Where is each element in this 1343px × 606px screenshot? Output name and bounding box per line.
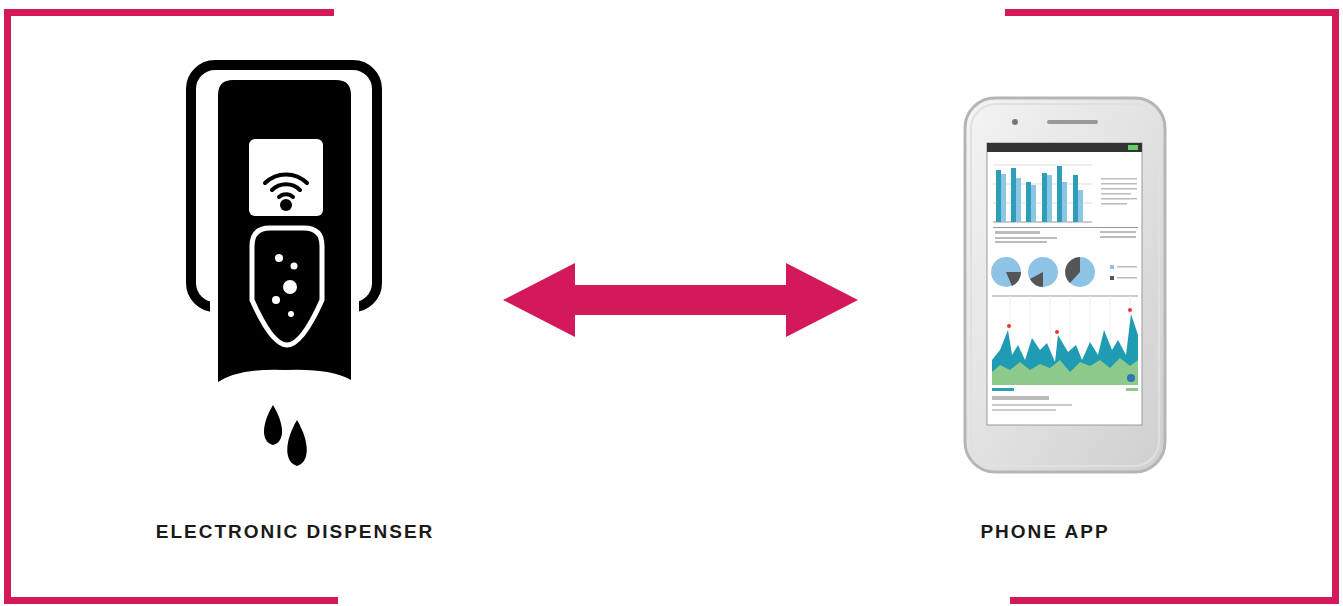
- dispenser-icon: [191, 65, 377, 466]
- bracket-line: [4, 597, 338, 604]
- bracket-line: [4, 9, 11, 604]
- status-bar: [987, 143, 1142, 152]
- wifi-arc: [279, 194, 293, 197]
- double-arrow: [503, 263, 858, 337]
- node-label: ELECTRONIC DISPENSER: [156, 521, 435, 543]
- bubble: [288, 311, 294, 317]
- bubble: [283, 280, 297, 294]
- phone-icon: [965, 98, 1165, 472]
- drop: [287, 420, 307, 466]
- phone-camera: [1012, 119, 1018, 125]
- phone-speaker: [1047, 120, 1098, 124]
- bracket-line: [4, 9, 334, 16]
- bracket-panel: PHONE APP: [858, 9, 1339, 604]
- bar-chart: [993, 165, 1092, 222]
- dispenser-gap: [218, 80, 351, 382]
- wifi-arc: [265, 174, 307, 183]
- text-lines: [993, 178, 1138, 243]
- drop: [264, 405, 282, 445]
- bubble: [291, 263, 298, 270]
- bubble: [272, 296, 280, 304]
- phone-screen: [987, 143, 1142, 425]
- bracket-line: [1005, 9, 1339, 16]
- pump-nozzle: [252, 228, 322, 345]
- phone-bezel: [971, 104, 1159, 466]
- node-label: PHONE APP: [980, 521, 1109, 543]
- sensor-window: [249, 139, 323, 216]
- bubble: [275, 254, 283, 262]
- battery: [1128, 145, 1138, 150]
- pie-charts: [991, 257, 1137, 287]
- wifi-arc: [272, 184, 300, 190]
- dispenser-body: [218, 80, 351, 382]
- bracket-panel: ELECTRONIC DISPENSER: [4, 9, 503, 604]
- area-chart: [992, 296, 1138, 411]
- phone-body: [965, 98, 1165, 472]
- bracket-line: [1010, 597, 1339, 604]
- bracket-line: [1332, 9, 1339, 604]
- wifi-dot: [280, 199, 292, 211]
